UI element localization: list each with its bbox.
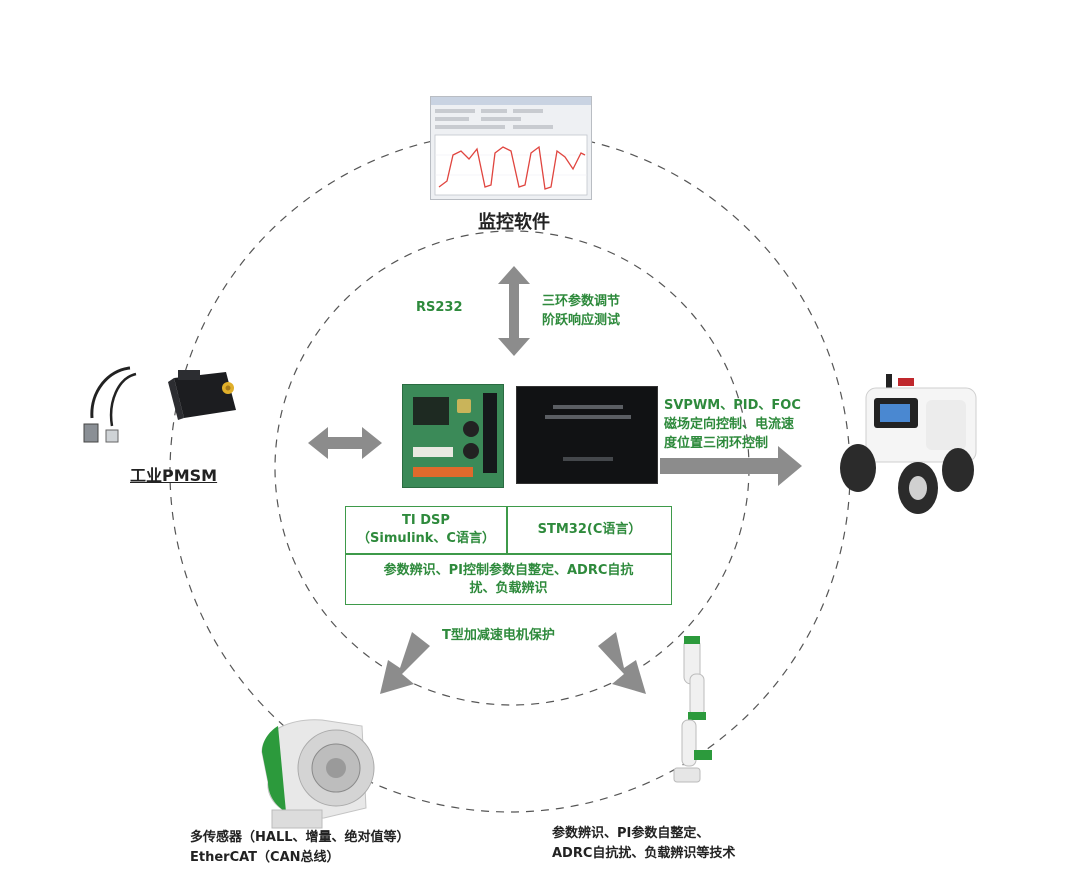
joint-module-image bbox=[261, 719, 375, 829]
dsp-tools-label: （Simulink、C语言） bbox=[357, 531, 495, 546]
dsp-cell: TI DSP （Simulink、C语言） bbox=[346, 507, 506, 553]
joint-label-2: EtherCAT（CAN总线） bbox=[190, 850, 340, 865]
arm-label-1: 参数辨识、PI参数自整定、 bbox=[552, 826, 710, 841]
stm32-cell: STM32(C语言） bbox=[508, 507, 671, 553]
motor-link-double-arrow bbox=[308, 427, 382, 459]
stm32-label: STM32(C语言） bbox=[537, 522, 642, 538]
box-divider-horizontal bbox=[346, 553, 671, 555]
features-line-2: 扰、负载辨识 bbox=[469, 580, 548, 596]
mobile-robot-image bbox=[840, 374, 977, 514]
protection-label: T型加减速电机保护 bbox=[442, 628, 555, 643]
driver-box-image bbox=[516, 386, 658, 484]
control-label-2: 磁场定向控制、电流速 bbox=[664, 417, 795, 432]
monitor-software-screenshot bbox=[430, 96, 592, 200]
joint-output-arrow bbox=[380, 632, 430, 694]
monitor-waveform-graphic bbox=[431, 97, 591, 196]
arm-output-arrow bbox=[598, 632, 646, 694]
rs232-double-arrow bbox=[498, 266, 530, 356]
control-label-1: SVPWM、PID、FOC bbox=[664, 398, 801, 413]
tuning-label: 三环参数调节 bbox=[542, 294, 621, 309]
monitor-label: 监控软件 bbox=[478, 212, 550, 233]
platform-box: TI DSP （Simulink、C语言） STM32(C语言） 参数辨识、PI… bbox=[345, 506, 672, 605]
robot-output-arrow bbox=[660, 446, 802, 486]
controller-pcb-image bbox=[402, 384, 504, 488]
features-cell: 参数辨识、PI控制参数自整定、ADRC自抗 扰、负载辨识 bbox=[346, 555, 671, 604]
pmsm-label: 工业PMSM bbox=[130, 466, 218, 485]
robot-arm-image bbox=[673, 636, 712, 783]
rs232-label: RS232 bbox=[416, 300, 463, 315]
control-label-3: 度位置三闭环控制 bbox=[664, 436, 769, 451]
dsp-label: TI DSP bbox=[402, 513, 450, 529]
box-divider-vertical bbox=[506, 507, 508, 553]
features-line-1: 参数辨识、PI控制参数自整定、ADRC自抗 bbox=[383, 562, 634, 578]
pmsm-motor-image bbox=[83, 366, 236, 443]
step-test-label: 阶跃响应测试 bbox=[542, 313, 621, 328]
arm-label-2: ADRC自抗扰、负载辨识等技术 bbox=[552, 846, 736, 861]
joint-label-1: 多传感器（HALL、增量、绝对值等） bbox=[190, 830, 410, 845]
